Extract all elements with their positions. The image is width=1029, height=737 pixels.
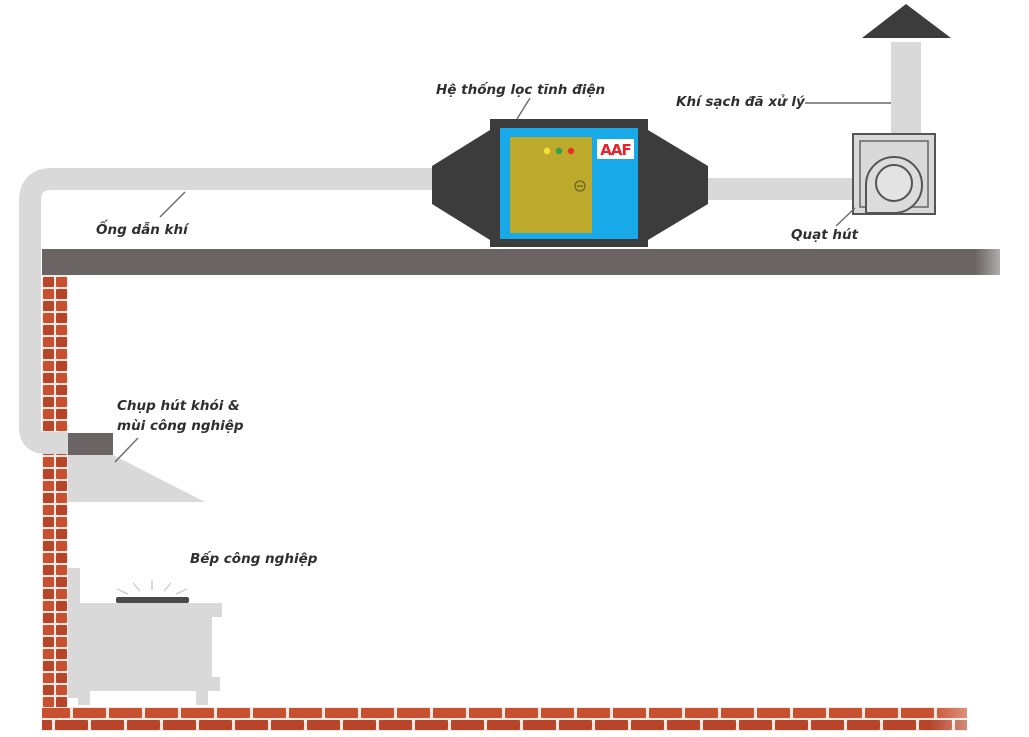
indicator-yellow xyxy=(543,147,551,155)
indicator-red xyxy=(567,147,575,155)
label-stove: Bếp công nghiệp xyxy=(190,550,318,567)
door-lock xyxy=(574,180,586,192)
electrostatic-filter: AAF xyxy=(432,119,708,247)
label-air-duct: Ống dẫn khí xyxy=(96,218,190,238)
leader-fan xyxy=(835,207,856,227)
duct-to-fan xyxy=(706,178,854,200)
chimney xyxy=(891,42,921,134)
label-hood-line2: mùi công nghiệp xyxy=(117,418,244,434)
leader-duct xyxy=(159,191,186,218)
label-hood-line1: Chụp hút khói & xyxy=(117,398,240,414)
filter-door xyxy=(510,137,592,233)
chimney-cap xyxy=(862,4,951,38)
brick-floor xyxy=(42,707,967,731)
label-clean-air: Khí sạch đã xử lý xyxy=(676,94,806,110)
stove-burner xyxy=(116,597,189,603)
brick-wall xyxy=(42,275,68,707)
label-exhaust-fan: Quạt hút xyxy=(791,227,859,243)
leader-filter xyxy=(516,97,531,120)
exhaust-hood xyxy=(68,433,205,502)
air-duct xyxy=(19,168,432,454)
brand-logo xyxy=(597,139,634,159)
indicator-green xyxy=(555,147,563,155)
exhaust-fan xyxy=(852,133,936,215)
brand-logo-text: AAF xyxy=(600,141,630,159)
ceiling-beam xyxy=(42,249,1000,275)
leader-hood xyxy=(114,437,139,463)
industrial-stove xyxy=(68,568,222,705)
label-filter-system: Hệ thống lọc tĩnh điện xyxy=(436,81,605,98)
